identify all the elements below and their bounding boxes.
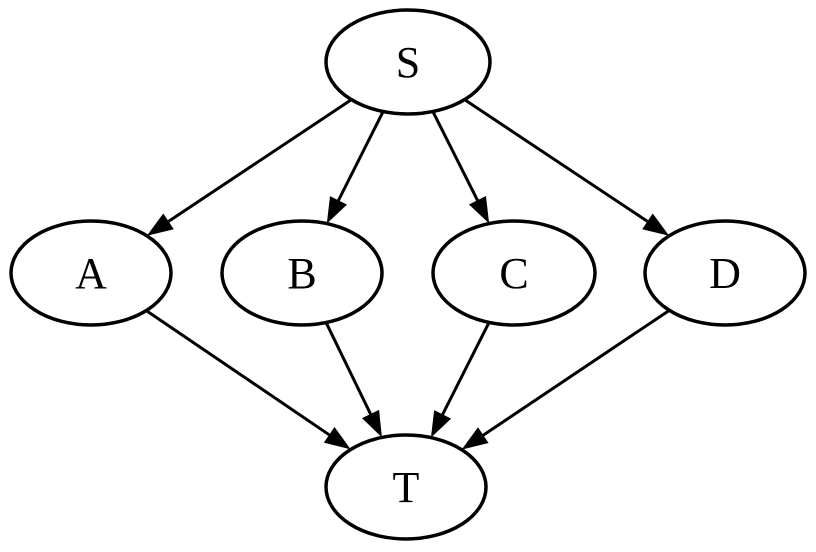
node-ellipse-D bbox=[643, 219, 807, 327]
arrowhead-D-T bbox=[461, 427, 489, 450]
node-A: A bbox=[9, 219, 173, 327]
arrowhead-C-T bbox=[430, 410, 452, 438]
node-label-C: C bbox=[499, 249, 528, 298]
edge-A-T bbox=[145, 309, 332, 438]
node-ellipse-B bbox=[220, 219, 384, 327]
edge-S-D bbox=[463, 98, 650, 224]
edge-B-T bbox=[324, 321, 373, 417]
arrowhead-S-A bbox=[146, 213, 174, 236]
edge-D-T bbox=[480, 309, 671, 438]
node-T: T bbox=[324, 433, 488, 541]
edge-S-C bbox=[431, 110, 480, 203]
arrowhead-A-T bbox=[323, 426, 351, 450]
node-ellipse-A bbox=[9, 219, 173, 327]
edge-S-B bbox=[336, 110, 385, 203]
node-label-T: T bbox=[393, 463, 420, 512]
node-ellipse-S bbox=[324, 8, 492, 116]
node-label-A: A bbox=[75, 249, 107, 298]
node-ellipse-T bbox=[324, 433, 488, 541]
node-B: B bbox=[220, 219, 384, 327]
arrowhead-S-C bbox=[468, 196, 490, 224]
node-label-D: D bbox=[709, 249, 741, 298]
edge-C-T bbox=[440, 321, 491, 417]
edge-S-A bbox=[166, 98, 353, 224]
node-label-B: B bbox=[287, 249, 316, 298]
node-C: C bbox=[431, 219, 597, 327]
arrowhead-S-D bbox=[642, 213, 670, 236]
node-D: D bbox=[643, 219, 807, 327]
node-label-S: S bbox=[396, 38, 420, 87]
arrowhead-B-T bbox=[361, 409, 382, 438]
arrowhead-S-B bbox=[326, 196, 347, 224]
node-ellipse-C bbox=[431, 219, 597, 327]
node-S: S bbox=[324, 8, 492, 116]
